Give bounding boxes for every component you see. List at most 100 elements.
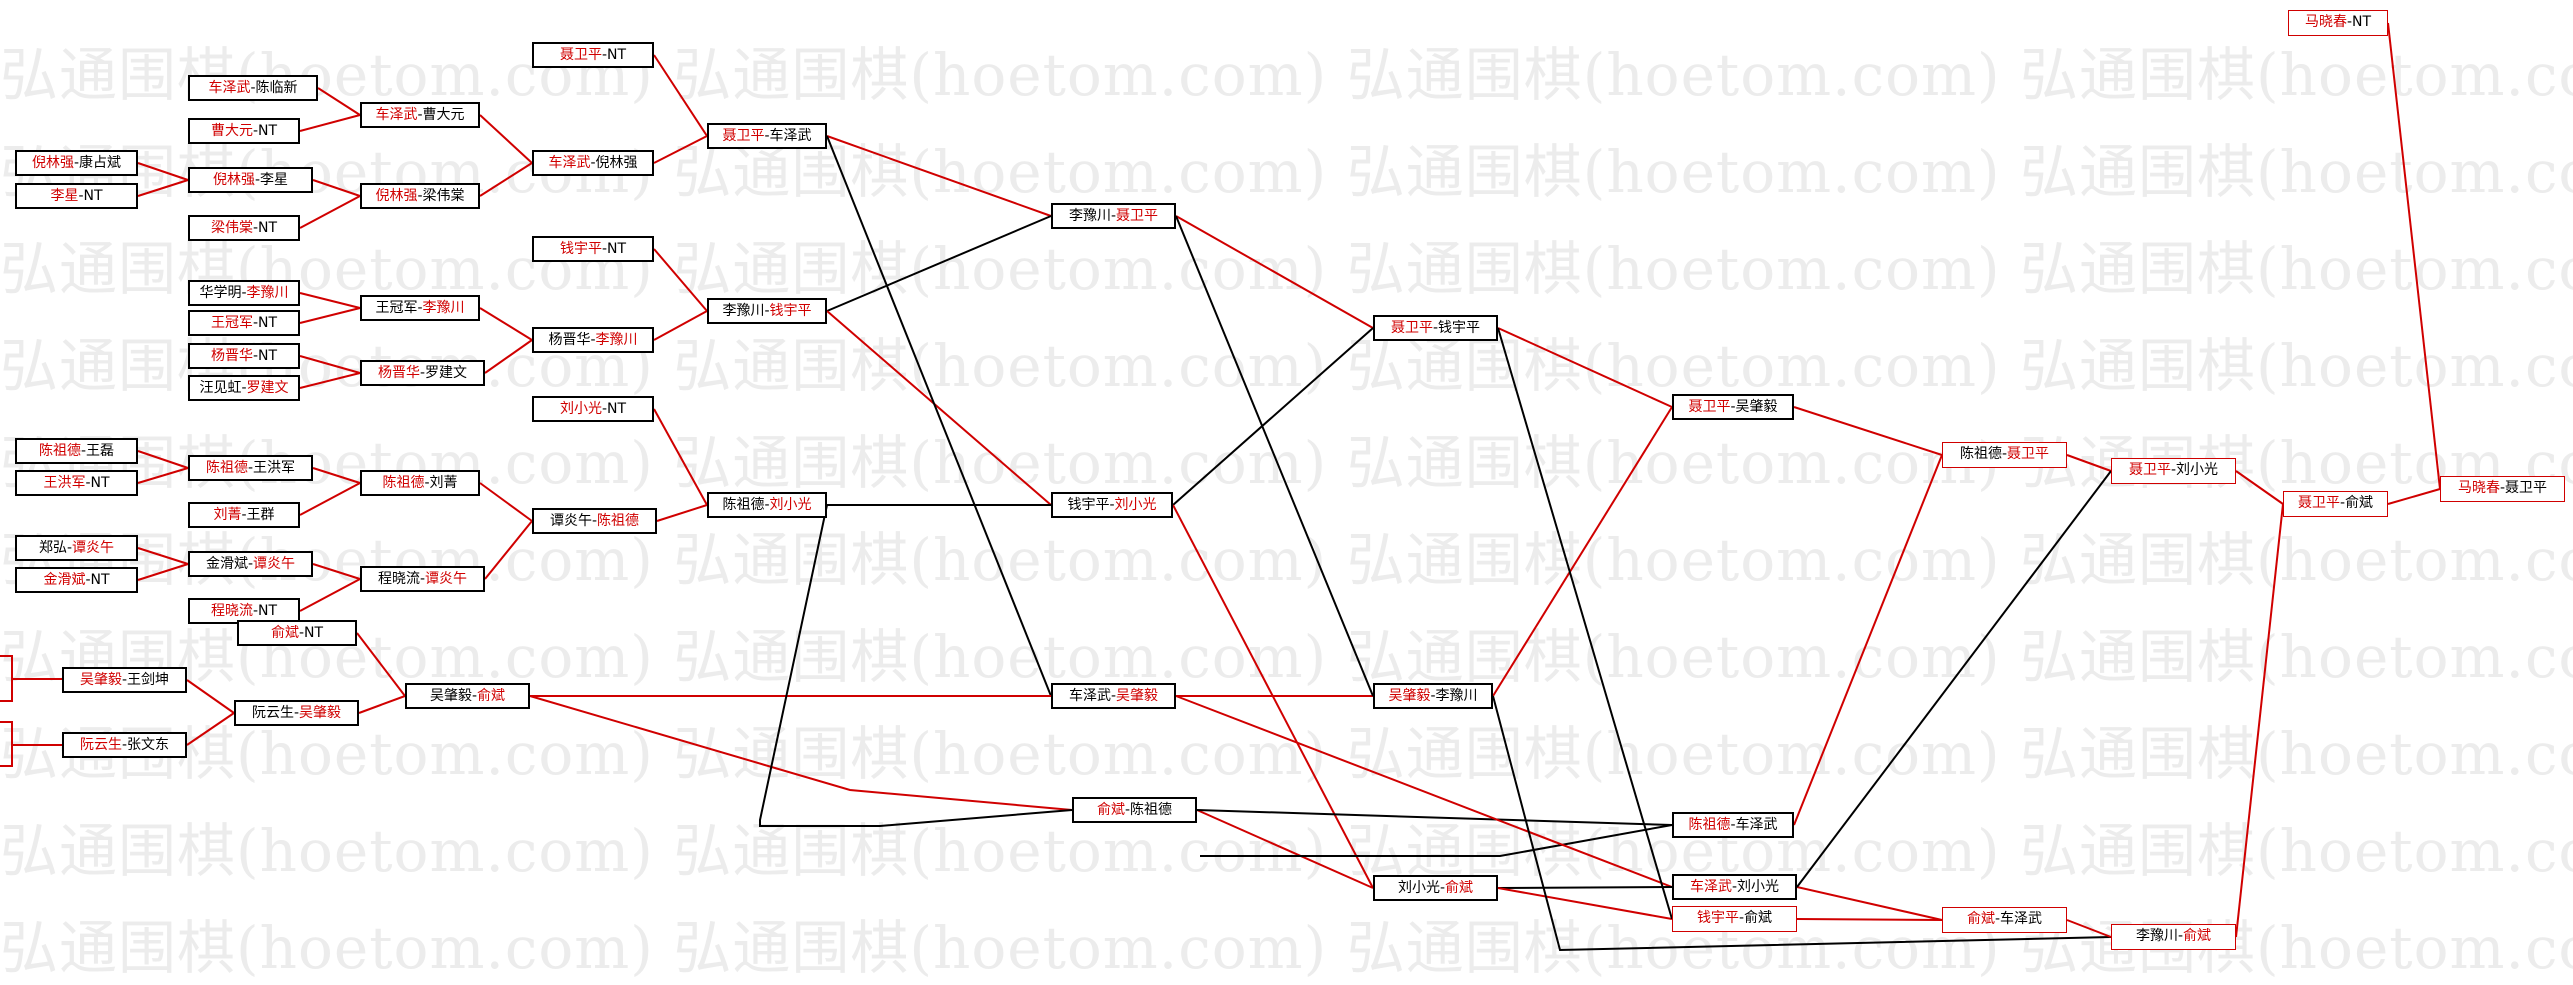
loser-name: -车泽武 (1730, 817, 1778, 833)
loser-name: -NT (252, 220, 278, 236)
loser-name: -刘小光 (2170, 462, 2219, 478)
match-box: 俞斌-NT (237, 620, 357, 646)
loser-name: 钱宇平- (1067, 497, 1115, 513)
bracket-connector (299, 114, 361, 132)
bracket-connector (1796, 470, 2112, 888)
match-box: 王冠军-NT (188, 310, 300, 336)
bracket-connector (653, 248, 708, 312)
winner-name: 谭炎午 (425, 571, 468, 587)
bracket-connector (1497, 887, 1673, 920)
winner-name: 倪林强 (375, 188, 418, 204)
winner-name: 杨晋华 (210, 348, 253, 364)
match-box: 车泽武-曹大元 (360, 102, 480, 128)
winner-name: 吴肇毅 (1116, 688, 1159, 704)
bracket-connector (1492, 695, 2112, 952)
match-box: 聂卫平-车泽武 (707, 123, 827, 149)
loser-name: -王剑坤 (121, 672, 170, 688)
winner-name: 俞斌 (477, 688, 506, 704)
match-box: 梁伟棠-NT (188, 215, 300, 241)
bracket-connector (299, 307, 361, 324)
bracket-connector (137, 179, 189, 197)
winner-name: 俞斌 (2183, 928, 2212, 944)
match-box: 刘小光-NT (532, 396, 654, 422)
match-box: 陈祖德-王洪军 (188, 455, 313, 481)
bracket-connector (1497, 327, 1673, 920)
match-box: 汪见虹-罗建文 (188, 375, 300, 401)
winner-name: 马晓春 (2457, 480, 2500, 496)
winner-name: 俞斌 (1096, 802, 1125, 818)
bracket-connector (1796, 886, 1943, 921)
winner-name: 聂卫平 (2007, 446, 2050, 462)
winner-name: 车泽武 (1689, 879, 1732, 895)
winner-name: 车泽武 (375, 107, 418, 123)
bracket-connector (2066, 454, 2112, 472)
bracket-connector (759, 504, 1073, 827)
match-box: 俞斌-车泽武 (1942, 907, 2067, 933)
loser-name: 谭炎午- (549, 513, 598, 529)
winner-name: 钱宇平 (769, 303, 812, 319)
bracket-connector (1497, 327, 1673, 408)
loser-name: -NT (298, 625, 324, 641)
bracket-connector (299, 195, 361, 229)
bracket-connector (186, 679, 235, 714)
match-box: 倪林强-李星 (188, 167, 313, 193)
loser-name: -罗建文 (419, 365, 468, 381)
match-box: 聂卫平-吴肇毅 (1672, 394, 1794, 420)
winner-name: 陈祖德 (1688, 817, 1731, 833)
winner-name: 梁伟棠 (210, 220, 253, 236)
loser-name: 李豫川- (722, 303, 770, 319)
winner-name: 俞斌 (270, 625, 299, 641)
winner-name: 李豫川 (246, 285, 289, 301)
loser-name: -NT (252, 348, 278, 364)
loser-name: -车泽武 (764, 128, 812, 144)
match-box: 聂卫平-俞斌 (2283, 491, 2388, 517)
loser-name: -王群 (241, 507, 275, 523)
bracket-connector (356, 632, 406, 697)
match-box: 车泽武-刘小光 (1672, 874, 1797, 900)
bracket-stub (0, 679, 13, 702)
bracket-connector (1492, 406, 1673, 697)
winner-name: 聂卫平 (2297, 495, 2340, 511)
loser-name: -NT (78, 188, 103, 204)
bracket-connector (312, 179, 361, 197)
winner-name: 聂卫平 (722, 128, 765, 144)
winner-name: 吴肇毅 (299, 705, 342, 721)
bracket-connector (299, 355, 361, 374)
winner-name: 刘小光 (769, 497, 812, 513)
winner-name: 罗建文 (246, 380, 289, 396)
bracket-connector (312, 563, 361, 580)
match-box: 王冠军-李豫川 (360, 295, 480, 321)
winner-name: 刘小光 (1114, 497, 1157, 513)
loser-name: -倪林强 (590, 155, 638, 171)
bracket-connector (2066, 919, 2112, 938)
bracket-connector (137, 162, 189, 181)
bracket-connector (479, 162, 533, 197)
winner-name: 李豫川 (422, 300, 465, 316)
loser-name: -刘菁 (424, 475, 458, 491)
bracket-connector (299, 372, 361, 389)
bracket-connector (1200, 824, 1673, 857)
bracket-connector (653, 135, 708, 164)
loser-name: -张文东 (121, 737, 170, 753)
bracket-connector (653, 408, 708, 506)
winner-name: 马晓春 (2304, 14, 2347, 30)
match-box: 杨晋华-罗建文 (360, 360, 485, 386)
loser-name: -陈临新 (250, 80, 298, 96)
bracket-connector (479, 307, 533, 341)
bracket-connector (1175, 695, 1673, 888)
match-box: 李豫川-聂卫平 (1051, 203, 1176, 229)
match-box: 陈祖德-聂卫平 (1942, 442, 2067, 468)
bracket-connector (137, 547, 189, 565)
bracket-connector (479, 482, 533, 522)
bracket-connector (826, 135, 1052, 217)
loser-name: -NT (2346, 14, 2372, 30)
bracket-connector (299, 292, 361, 309)
bracket-connector (1196, 809, 1374, 889)
match-box: 李豫川-俞斌 (2111, 924, 2236, 950)
match-box: 陈祖德-刘小光 (707, 492, 827, 518)
match-box: 陈祖德-刘菁 (360, 470, 480, 496)
bracket-connector (186, 712, 235, 746)
match-box: 金滑斌-NT (15, 567, 138, 593)
match-box: 郑弘-谭炎午 (15, 535, 138, 561)
